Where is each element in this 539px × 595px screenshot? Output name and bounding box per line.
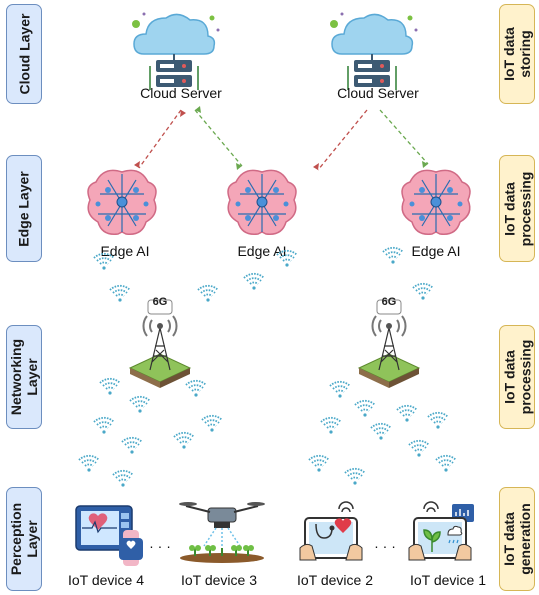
ellipsis: · · · xyxy=(374,538,396,554)
ellipsis: · · · xyxy=(149,538,171,554)
edge-ai-caption: Edge AI xyxy=(100,243,149,259)
cloud-layer-label: Cloud Layer xyxy=(6,4,42,104)
arrowheads xyxy=(134,106,428,170)
edge-layer-label: Edge Layer xyxy=(6,155,42,262)
cloud-server-caption: Cloud Server xyxy=(337,85,419,101)
cloud-server-icon xyxy=(131,11,221,91)
health-monitor-icon xyxy=(75,505,133,551)
edge-ai-brain-icon xyxy=(401,169,471,235)
6g-tower-icon xyxy=(358,299,420,389)
6g-tower-icon xyxy=(129,299,191,389)
device-caption: IoT device 1 xyxy=(410,572,486,588)
device-caption: IoT device 2 xyxy=(297,572,373,588)
cloud-edge-links xyxy=(138,109,429,171)
smart-farming-tablet-icon xyxy=(408,501,474,561)
edge-ai-caption: Edge AI xyxy=(411,243,460,259)
smartwatch-icon xyxy=(119,530,143,566)
edge-ai-brain-icon xyxy=(227,169,297,235)
edge-ai-caption: Edge AI xyxy=(237,243,286,259)
edge-ai-brain-icon xyxy=(87,169,157,235)
device-caption: IoT device 3 xyxy=(181,572,257,588)
drone-icon xyxy=(179,502,265,563)
device-caption: IoT device 4 xyxy=(68,572,144,588)
cloud-server-icon xyxy=(329,11,419,91)
6g-badge: 6G xyxy=(153,296,168,308)
medical-tablet-icon xyxy=(299,501,363,561)
cloud-server-caption: Cloud Server xyxy=(140,85,222,101)
6g-badge: 6G xyxy=(382,296,397,308)
